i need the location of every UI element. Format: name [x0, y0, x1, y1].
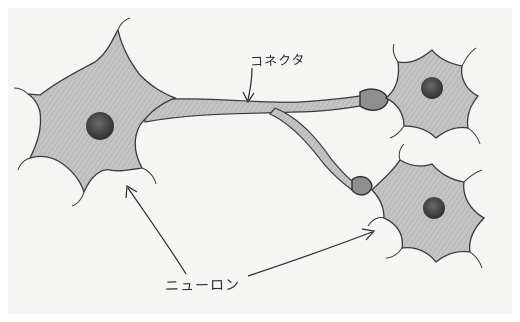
synapse-bulb-upper	[360, 89, 388, 110]
synapse-bulb-lower	[352, 177, 372, 195]
nucleus-bottom-right	[423, 197, 445, 219]
nucleus-top-right	[421, 77, 443, 99]
connector-label: コネクタ	[250, 49, 306, 70]
nucleus-left	[86, 112, 114, 140]
neuron-label: ニューロン	[165, 274, 240, 295]
